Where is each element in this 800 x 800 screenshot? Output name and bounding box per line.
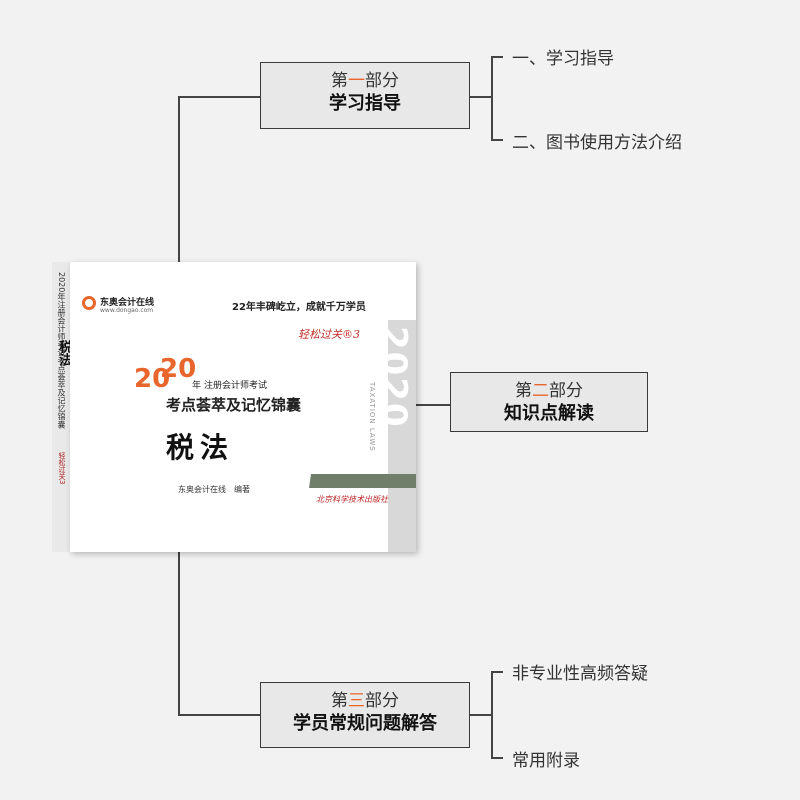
cover-laws-vertical: TAXATION LAWS	[368, 382, 376, 452]
cover-slogan: 22年丰碑屹立，成就千万学员	[232, 302, 366, 313]
brand-url: www.dongao.com	[100, 307, 154, 314]
cover-publisher: 北京科学技术出版社	[316, 495, 388, 504]
section-box-1: 第一部分 学习指导	[260, 62, 470, 129]
cover-year-suffix: 年	[192, 381, 202, 391]
bracket-3-bottom	[491, 757, 503, 759]
connector-middle	[416, 404, 450, 406]
book-front: 2020 TAXATION LAWS 东奥会计在线 www.dongao.com…	[70, 262, 416, 552]
brand-logo-icon	[82, 296, 96, 310]
book-cover-image: 2020年注册会计师考试考点荟萃及记忆锦囊 税法 轻松过关3 2020 TAXA…	[52, 262, 416, 552]
spine-text: 2020年注册会计师考试考点荟萃及记忆锦囊	[57, 272, 66, 429]
connector-top	[178, 96, 260, 98]
cover-editor: 东奥会计在线 编著	[178, 485, 250, 494]
bracket-1-vertical	[491, 56, 493, 140]
brand-name: 东奥会计在线	[100, 298, 155, 308]
cover-title: 税法	[166, 431, 235, 464]
spine-title: 税法	[56, 340, 71, 366]
section-box-2: 第二部分 知识点解读	[450, 372, 648, 432]
section-3-label: 第三部分	[331, 691, 399, 711]
section-1-item-2: 二、图书使用方法介绍	[512, 133, 682, 153]
cover-year-part-1: 20	[134, 364, 171, 394]
section-3-title: 学员常规问题解答	[293, 713, 437, 734]
section-1-label: 第一部分	[331, 71, 399, 91]
bracket-3-vertical	[491, 671, 493, 758]
bracket-1-top	[491, 56, 503, 58]
section-box-3: 第三部分 学员常规问题解答	[260, 682, 470, 748]
book-spine: 2020年注册会计师考试考点荟萃及记忆锦囊 税法 轻松过关3	[52, 262, 71, 552]
section-2-title: 知识点解读	[504, 403, 594, 424]
cover-green-bar	[309, 474, 416, 488]
cover-series: 轻松过关®3	[298, 328, 360, 341]
main-vertical-line-bottom	[178, 552, 180, 716]
cover-year-vertical: 2020	[374, 326, 414, 429]
section-3-item-1: 非专业性高频答疑	[512, 664, 648, 684]
bracket-1-bottom	[491, 139, 503, 141]
cover-side-band	[388, 320, 416, 552]
section-3-item-2: 常用附录	[512, 751, 580, 771]
cover-exam-name: 注册会计师考试	[204, 381, 268, 391]
connector-bottom	[178, 714, 260, 716]
cover-year-part-2: 20	[160, 354, 197, 384]
spine-series: 轻松过关3	[58, 452, 66, 485]
cover-subtitle: 考点荟萃及记忆锦囊	[166, 396, 302, 414]
section-2-label: 第二部分	[515, 381, 583, 401]
bracket-1-stem	[470, 96, 492, 98]
main-vertical-line-top	[178, 96, 180, 264]
bracket-3-stem	[470, 714, 492, 716]
bracket-3-top	[491, 671, 503, 673]
section-1-title: 学习指导	[329, 93, 401, 114]
section-1-item-1: 一、学习指导	[512, 49, 614, 69]
